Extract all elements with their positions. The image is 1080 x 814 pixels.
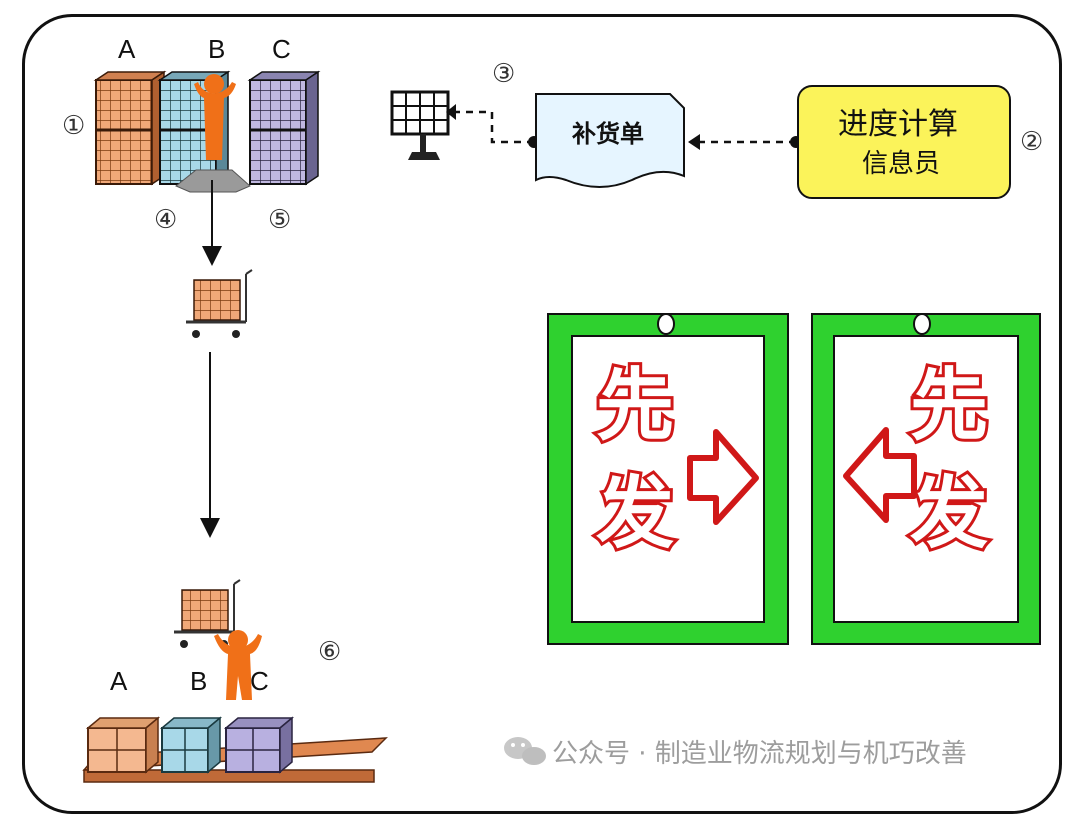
pallet-box-b	[159, 716, 223, 774]
info-box-line2: 信息员	[862, 149, 940, 179]
watermark: 公众号 · 制造业物流规划与机巧改善	[504, 737, 967, 769]
pallet-label-a: A	[110, 666, 128, 696]
right-arrow-icon	[687, 429, 759, 525]
pallet-label-b: B	[190, 666, 207, 696]
marker-3: ③	[492, 59, 515, 89]
marker-2: ②	[1020, 127, 1043, 157]
diagram-canvas: A B C ① ④ ⑤	[62, 34, 1043, 783]
dashed-arrow-to-terminal	[456, 110, 534, 144]
worker-placing-icon	[214, 630, 262, 700]
info-box-line1: 进度计算	[838, 107, 958, 142]
left-arrow-icon	[843, 427, 917, 523]
replenish-slip-label: 补货单	[572, 120, 644, 148]
pallet-box-a	[85, 716, 161, 774]
replenish-slip: 补货单	[535, 93, 685, 188]
marker-4: ④	[154, 205, 177, 235]
terminal-icon	[390, 90, 450, 160]
marker-5: ⑤	[268, 205, 291, 235]
card2-char2: 发	[910, 469, 988, 559]
shelf-group-top: A B C ① ④ ⑤	[62, 34, 321, 235]
pallet-box-c	[223, 716, 295, 774]
cart-icon-2	[174, 579, 241, 648]
card2-char1: 先	[910, 361, 988, 451]
progress-info-box: 进度计算 信息员	[797, 85, 1011, 199]
shelf-label-c: C	[272, 34, 291, 64]
marker-1: ①	[62, 111, 85, 141]
worker-picking-icon	[194, 74, 236, 160]
shelf-c	[247, 70, 321, 186]
shelf-label-b: B	[208, 34, 225, 64]
fifo-card-right: 先 发	[547, 313, 789, 645]
card1-char2: 发	[596, 469, 674, 559]
card1-char1: 先	[596, 361, 674, 451]
fifo-card-left: 先 发	[811, 313, 1041, 645]
wechat-icon	[504, 737, 546, 765]
watermark-text: 公众号 · 制造业物流规划与机巧改善	[552, 739, 967, 769]
shelf-a	[93, 70, 167, 186]
pallet-label-c: C	[250, 666, 269, 696]
shelf-label-a: A	[118, 34, 136, 64]
pallet-row	[82, 716, 388, 783]
marker-6: ⑥	[318, 637, 341, 667]
cart-icon-1	[186, 269, 253, 338]
